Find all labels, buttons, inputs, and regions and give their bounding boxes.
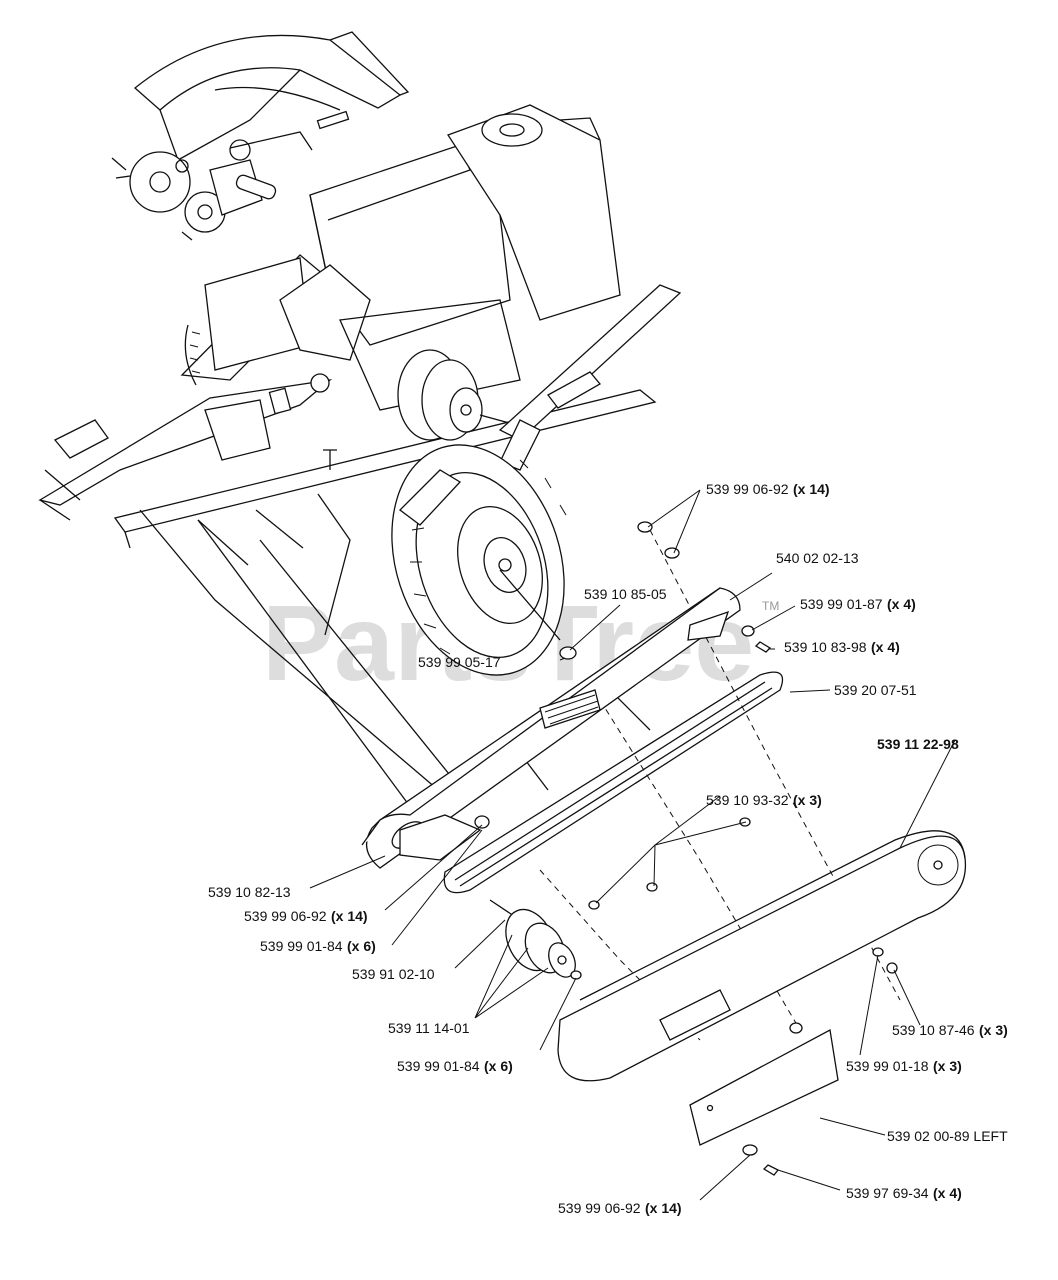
part-label-l16: 539 99 01-84 (x 6) — [397, 1058, 513, 1075]
part-label-l11: 539 99 06-92 (x 14) — [244, 908, 368, 925]
part-label-l13: 539 91 02-10 — [352, 966, 435, 982]
drive-belt — [443, 671, 784, 894]
part-label-l7: 539 20 07-51 — [834, 682, 917, 698]
part-label-l2: 540 02 02-13 — [776, 550, 859, 566]
part-label-l10: 539 10 82-13 — [208, 884, 291, 900]
part-label-l3: 539 99 01-87 (x 4) — [800, 596, 916, 613]
discharge-chute — [111, 31, 410, 241]
handle-bar — [498, 284, 682, 471]
part-label-l4: 539 10 85-05 — [584, 586, 667, 602]
part-label-l12: 539 99 01-84 (x 6) — [260, 938, 376, 955]
side-panel — [689, 1028, 839, 1146]
belt-guard-plate — [361, 587, 741, 869]
part-label-l8: 539 11 22-98 — [877, 736, 959, 752]
part-label-l17: 539 99 01-18 (x 3) — [846, 1058, 962, 1075]
belt-housing — [557, 830, 967, 1082]
part-label-l6: 539 99 05-17 — [418, 654, 501, 670]
lower-pulley — [489, 899, 576, 978]
part-labels: 539 99 06-92 (x 14) 540 02 02-13 539 99 … — [208, 481, 1008, 1217]
part-label-l19: 539 97 69-34 (x 4) — [846, 1185, 962, 1202]
trademark-mark: TM — [762, 599, 779, 613]
engine-pulley — [397, 349, 536, 441]
part-label-l20: 539 99 06-92 (x 14) — [558, 1200, 682, 1217]
part-label-l9: 539 10 93-32 (x 3) — [706, 792, 822, 809]
left-tire-partial — [184, 324, 201, 386]
part-label-l5: 539 10 83-98 (x 4) — [784, 639, 900, 656]
part-label-l1: 539 99 06-92 (x 14) — [706, 481, 830, 498]
engine — [279, 104, 621, 470]
leader-lines — [309, 489, 956, 1201]
part-label-l14: 539 11 14-01 — [388, 1020, 470, 1036]
part-label-l18: 539 02 00-89 LEFT — [887, 1128, 1008, 1144]
part-label-l15: 539 10 87-46 (x 3) — [892, 1022, 1008, 1039]
